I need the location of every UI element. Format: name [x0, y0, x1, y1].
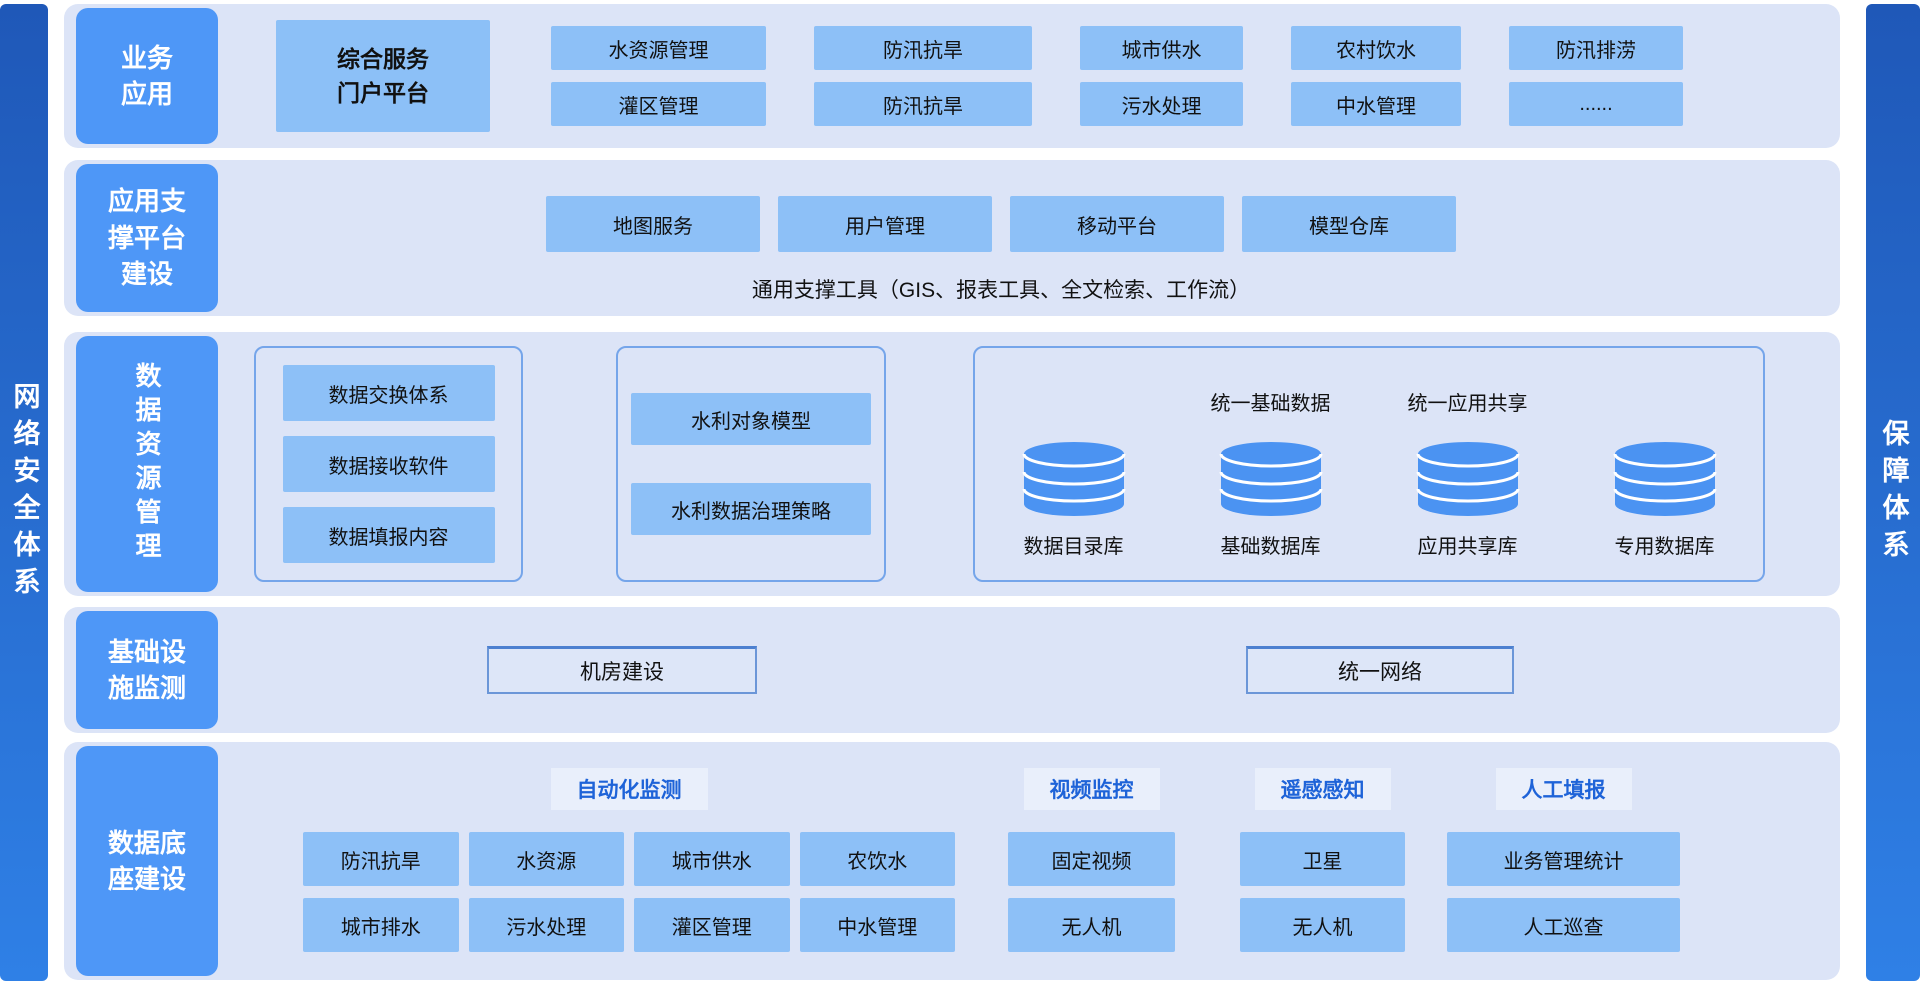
video-row1: 固定视频 [1008, 832, 1175, 886]
exchange-block: 数据交换体系 [282, 365, 495, 421]
app-block: 防汛抗旱 [814, 26, 1032, 70]
auto-monitoring-row2: 城市排水 污水处理 灌区管理 中水管理 [303, 898, 955, 952]
section-label-business: 业务 应用 [76, 8, 218, 144]
model-block: 水利数据治理策略 [631, 483, 871, 535]
business-content: 综合服务 门户平台 水资源管理 防汛抗旱 城市供水 农村饮水 防汛排涝 灌区管理… [218, 4, 1683, 148]
database-icon [1613, 442, 1716, 516]
manual-report-title: 人工填报 [1495, 768, 1632, 810]
support-content: 地图服务 用户管理 移动平台 模型仓库 通用支撑工具（GIS、报表工具、全文检索… [546, 160, 1456, 316]
data-exchange-group: 数据交换体系 数据接收软件 数据填报内容 [254, 346, 523, 582]
database-label: 专用数据库 [1614, 536, 1715, 558]
remote-sensing-title: 遥感感知 [1254, 768, 1391, 810]
app-block: 城市供水 [1080, 26, 1243, 70]
database-icon [1022, 442, 1125, 516]
manual-row1: 业务管理统计 [1447, 832, 1680, 886]
app-block: 污水处理 [1080, 82, 1243, 126]
guarantee-bar: 保障体系 [1866, 4, 1920, 981]
tool-block: 移动平台 [1010, 196, 1224, 252]
section-label-support: 应用支 撑平台 建设 [76, 164, 218, 312]
monitor-block: 灌区管理 [634, 898, 790, 952]
data-resource-content: 数据交换体系 数据接收软件 数据填报内容 水利对象模型 水利数据治理策略 统一基… [218, 332, 1765, 596]
app-block: 防汛抗旱 [814, 82, 1032, 126]
common-tools-text: 通用支撑工具（GIS、报表工具、全文检索、工作流） [751, 279, 1251, 302]
auto-monitoring-title: 自动化监测 [550, 768, 708, 810]
tool-block: 用户管理 [778, 196, 992, 252]
unified-app-share-heading: 统一应用共享 [1407, 392, 1528, 415]
data-base-content: 自动化监测 防汛抗旱 水资源 城市供水 农饮水 城市排水 污水处理 灌区管理 中… [218, 742, 1680, 980]
manual-report-group: 人工填报 业务管理统计 人工巡查 [1447, 768, 1680, 952]
database-icon [1219, 442, 1322, 516]
network-security-label: 网络安全体系 [9, 381, 40, 604]
sensing-row1: 卫星 [1240, 832, 1405, 886]
section-data-base: 数据底 座建设 自动化监测 防汛抗旱 水资源 城市供水 农饮水 城市排水 污水处… [64, 742, 1840, 980]
support-tools-row: 地图服务 用户管理 移动平台 模型仓库 [546, 196, 1456, 252]
monitor-block: 城市供水 [634, 832, 790, 886]
manual-block: 人工巡查 [1447, 898, 1680, 952]
unified-network-box: 统一网络 [1246, 646, 1514, 694]
database-icon [1416, 442, 1519, 516]
machine-room-box: 机房建设 [487, 646, 757, 694]
network-security-bar: 网络安全体系 [0, 4, 48, 981]
database-label: 基础数据库 [1220, 536, 1321, 558]
monitor-block: 污水处理 [468, 898, 624, 952]
database-item: 专用数据库 [1609, 440, 1721, 559]
business-app-grid: 水资源管理 防汛抗旱 城市供水 农村饮水 防汛排涝 灌区管理 防汛抗旱 污水处理… [551, 26, 1683, 126]
manual-block: 业务管理统计 [1447, 832, 1680, 886]
section-label-infrastructure: 基础设 施监测 [76, 611, 218, 729]
monitor-block: 农饮水 [799, 832, 955, 886]
section-label-data-base: 数据底 座建设 [76, 746, 218, 976]
app-block: 水资源管理 [551, 26, 766, 70]
tool-block: 地图服务 [546, 196, 760, 252]
water-model-group: 水利对象模型 水利数据治理策略 [616, 346, 886, 582]
diagram-rows: 业务 应用 综合服务 门户平台 水资源管理 防汛抗旱 城市供水 农村饮水 防汛排… [64, 4, 1840, 980]
section-infrastructure: 基础设 施监测 机房建设 统一网络 [64, 607, 1840, 733]
tool-block: 模型仓库 [1242, 196, 1456, 252]
video-monitoring-group: 视频监控 固定视频 无人机 [1008, 768, 1175, 952]
exchange-block: 数据填报内容 [282, 507, 495, 563]
monitor-block: 水资源 [468, 832, 624, 886]
video-monitoring-title: 视频监控 [1023, 768, 1160, 810]
sensing-block: 无人机 [1240, 898, 1405, 952]
database-item: 基础数据库 [1215, 440, 1327, 559]
video-block: 无人机 [1008, 898, 1175, 952]
unified-basic-data-heading: 统一基础数据 [1210, 392, 1331, 415]
auto-monitoring-group: 自动化监测 防汛抗旱 水资源 城市供水 农饮水 城市排水 污水处理 灌区管理 中… [303, 768, 955, 952]
section-data-resource: 数据资源管理 数据交换体系 数据接收软件 数据填报内容 水利对象模型 水利数据治… [64, 332, 1840, 596]
section-support-platform: 应用支 撑平台 建设 地图服务 用户管理 移动平台 模型仓库 通用支撑工具（GI… [64, 160, 1840, 316]
monitor-block: 中水管理 [799, 898, 955, 952]
section-label-data-resource: 数据资源管理 [76, 336, 218, 592]
auto-monitoring-row1: 防汛抗旱 水资源 城市供水 农饮水 [303, 832, 955, 886]
database-item: 数据目录库 [1018, 440, 1130, 559]
app-block: 灌区管理 [551, 82, 766, 126]
sensing-block: 卫星 [1240, 832, 1405, 886]
app-block-more: ...... [1509, 82, 1683, 126]
unified-data-group: 统一基础数据 统一应用共享 数据目录库 [973, 346, 1765, 582]
app-block: 中水管理 [1291, 82, 1461, 126]
guarantee-label: 保障体系 [1878, 418, 1909, 567]
app-block: 防汛排涝 [1509, 26, 1683, 70]
portal-box: 综合服务 门户平台 [276, 20, 490, 132]
manual-row2: 人工巡查 [1447, 898, 1680, 952]
section-business-apps: 业务 应用 综合服务 门户平台 水资源管理 防汛抗旱 城市供水 农村饮水 防汛排… [64, 4, 1840, 148]
video-block: 固定视频 [1008, 832, 1175, 886]
remote-sensing-group: 遥感感知 卫星 无人机 [1240, 768, 1405, 952]
database-label: 应用共享库 [1417, 536, 1518, 558]
model-block: 水利对象模型 [631, 393, 871, 445]
video-row2: 无人机 [1008, 898, 1175, 952]
infrastructure-content: 机房建设 统一网络 [218, 607, 1514, 733]
app-block: 农村饮水 [1291, 26, 1461, 70]
database-item: 应用共享库 [1412, 440, 1524, 559]
monitor-block: 防汛抗旱 [303, 832, 459, 886]
database-label: 数据目录库 [1023, 536, 1124, 558]
exchange-block: 数据接收软件 [282, 436, 495, 492]
monitor-block: 城市排水 [303, 898, 459, 952]
sensing-row2: 无人机 [1240, 898, 1405, 952]
